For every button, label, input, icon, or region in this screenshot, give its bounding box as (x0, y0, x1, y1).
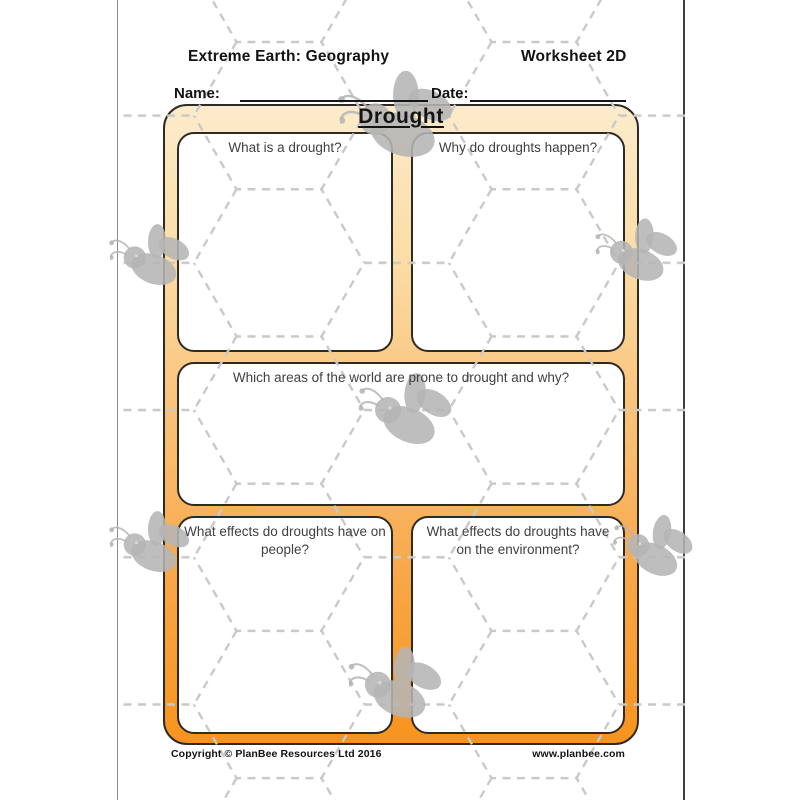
question-effects-people: What effects do droughts have on people? (184, 524, 386, 558)
date-label: Date: (431, 85, 469, 102)
question-why-droughts-happen: Why do droughts happen? (438, 140, 598, 155)
question-what-is-drought: What is a drought? (228, 140, 342, 155)
date-input-line[interactable] (470, 100, 626, 102)
header-worksheet-number: Worksheet 2D (521, 48, 627, 65)
website-text: www.planbee.com (532, 748, 625, 760)
question-areas-prone: Which areas of the world are prone to dr… (232, 370, 570, 385)
copyright-text: Copyright © PlanBee Resources Ltd 2016 (171, 748, 382, 760)
answer-box-why-droughts-happen[interactable] (411, 132, 625, 352)
header-subject-title: Extreme Earth: Geography (188, 48, 390, 65)
answer-box-what-is-drought[interactable] (177, 132, 393, 352)
name-label: Name: (174, 85, 220, 102)
worksheet-title: Drought (358, 105, 444, 128)
name-input-line[interactable] (240, 100, 428, 102)
worksheet-page: Extreme Earth: Geography Worksheet 2D Na… (107, 0, 700, 800)
question-effects-environment: What effects do droughts have on the env… (426, 524, 610, 558)
